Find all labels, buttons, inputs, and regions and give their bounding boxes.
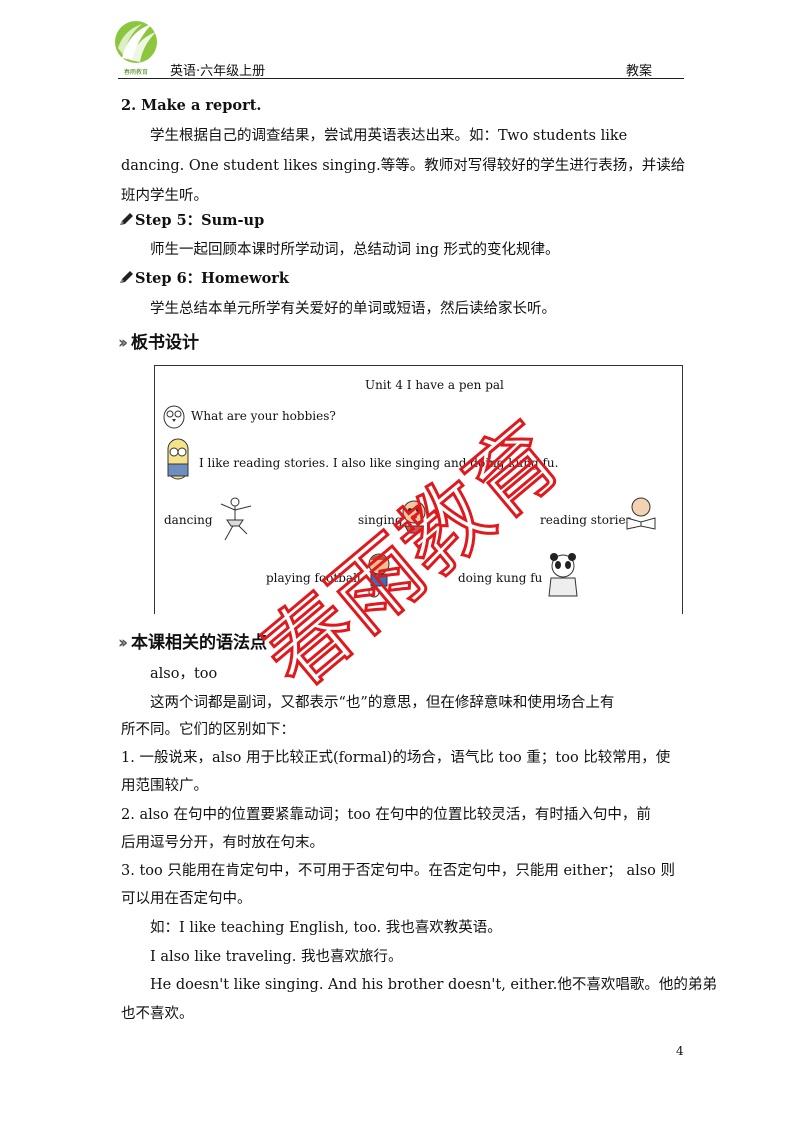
board-answer: I like reading stories. I also like sing… [199,456,559,470]
board-question: What are your hobbies? [191,409,336,423]
header-divider [118,78,684,79]
grammar-intro-line2: 所不同。它们的区别如下： [121,722,295,738]
header-doc-type: 教案 [626,64,653,79]
grammar-point3-line1: 3. too 只能用在肯定句中，不可用于否定句中。在否定句中，只能用 eithe… [121,863,676,879]
make-report-line3: 班内学生听。 [121,188,208,204]
board-item-reading: reading stories [540,513,632,527]
step5-text: 师生一起回顾本课时所学动词，总结动词 ing 形式的变化规律。 [150,242,560,258]
owl-icon [163,405,185,429]
step6-heading: Step 6：Homework [119,265,681,293]
board-section-title: 板书设计 [131,333,200,353]
minion-icon [167,438,189,480]
board-title: Unit 4 I have a pen pal [365,378,504,392]
logo-icon: 春雨教育 [115,21,157,76]
grammar-point2-line1: 2. also 在句中的位置要紧靠动词；too 在句中的位置比较灵活，有时插入句… [121,807,651,823]
grammar-intro-line1: 这两个词都是副词，又都表示“也”的意思，但在修辞意味和使用场合上有 [150,695,615,711]
grammar-section-title: 本课相关的语法点 [131,633,268,653]
header-subject: 英语·六年级上册 [170,64,266,79]
grammar-example3-line2: 也不喜欢。 [121,1006,194,1022]
logo-text: 春雨教育 [124,68,148,76]
grammar-point1-line2: 用范围较广。 [121,778,208,794]
grammar-section-heading: ››本课相关的语法点 [118,628,267,653]
board-item-dancing: dancing [164,513,213,527]
step5-heading: Step 5：Sum-up [119,207,681,235]
grammar-point1-line1: 1. 一般说来，also 用于比较正式(formal)的场合，语气比 too 重… [121,750,671,766]
blackboard-panel: Unit 4 I have a pen pal What are your ho… [154,365,683,614]
grammar-words: also，too [150,666,218,682]
panda-icon [548,553,578,597]
make-report-title: 2. Make a report. [121,97,262,114]
step6-text: 学生总结本单元所学有关爱好的单词或短语，然后读给家长听。 [150,301,556,317]
grammar-example3-line1: He doesn't like singing. And his brother… [150,977,717,993]
board-section-heading: ››板书设计 [118,328,199,353]
chevron-right-icon: ›› [118,333,128,353]
step5-title: Step 5：Sum-up [135,212,265,229]
page-number: 4 [676,1044,684,1058]
grammar-example1: 如：I like teaching English, too. 我也喜欢教英语。 [150,920,502,936]
board-item-football: playing football [266,571,361,585]
chevron-right-icon: ›› [118,633,128,653]
grammar-example2: I also like traveling. 我也喜欢旅行。 [150,949,403,965]
pencil-icon [120,213,133,225]
board-item-kungfu: doing kung fu [458,571,543,585]
football-player-icon [368,553,390,598]
make-report-line1: 学生根据自己的调查结果，尝试用英语表达出来。如：Two students lik… [150,128,628,144]
pencil-icon [120,271,133,283]
singer-icon [402,500,426,534]
dancer-icon [220,497,252,541]
board-item-singing: singing [358,513,403,527]
grammar-point3-line2: 可以用在否定句中。 [121,891,252,907]
make-report-line2: dancing. One student likes singing.等等。教师… [121,158,686,174]
reader-icon [626,497,656,530]
step6-title: Step 6：Homework [135,270,289,287]
grammar-point2-line2: 后用逗号分开，有时放在句末。 [121,835,324,851]
